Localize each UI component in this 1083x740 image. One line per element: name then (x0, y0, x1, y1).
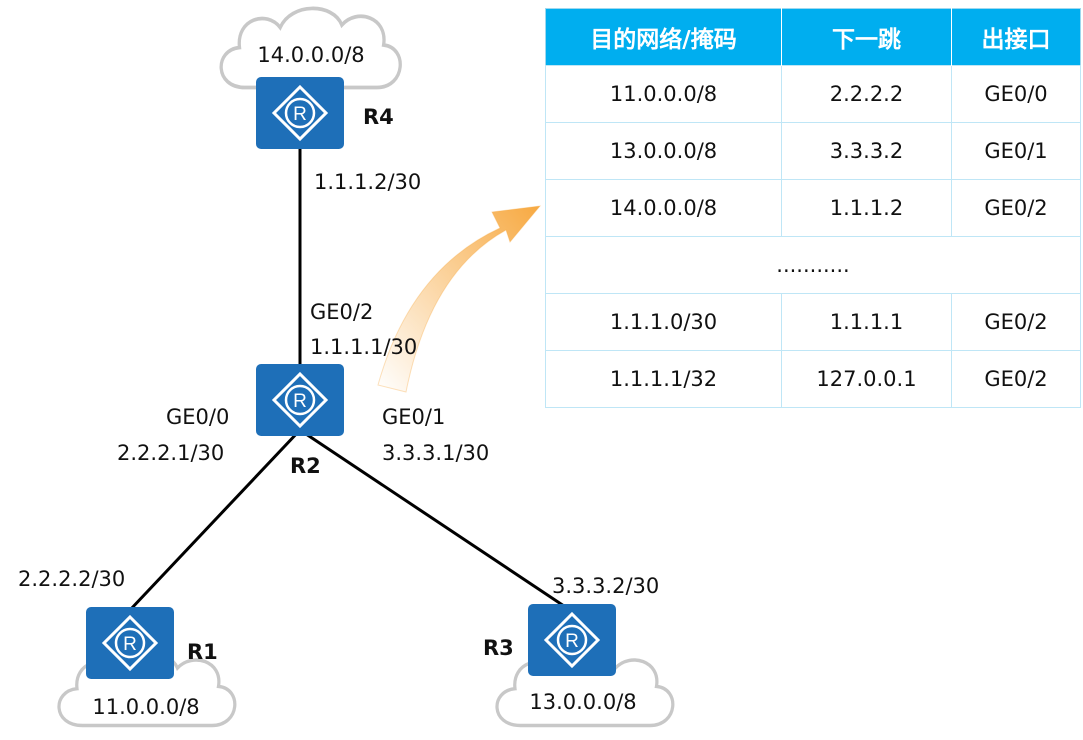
curved-arrow-icon (377, 205, 542, 393)
cell-destination: 14.0.0.0/8 (545, 179, 782, 237)
r2-ge02-label: GE0/2 (310, 300, 374, 324)
cell-destination: 1.1.1.0/30 (545, 293, 782, 351)
cell-next-hop: 3.3.3.2 (781, 122, 952, 180)
table-row: 1.1.1.0/30 1.1.1.1 GE0/2 (545, 293, 1081, 351)
r3-interface-ip: 3.3.3.2/30 (552, 574, 660, 598)
table-row: 14.0.0.0/8 1.1.1.2 GE0/2 (545, 179, 1081, 237)
r2-ge00-ip: 2.2.2.1/30 (117, 441, 225, 465)
header-destination: 目的网络/掩码 (545, 8, 782, 66)
router-r4-icon[interactable] (254, 75, 346, 151)
cloud-network-r3: 13.0.0.0/8 (529, 690, 637, 714)
r2-ge01-label: GE0/1 (382, 405, 446, 429)
table-row-ellipsis: ........... (545, 236, 1081, 294)
routing-table: 目的网络/掩码 下一跳 出接口 11.0.0.0/8 2.2.2.2 GE0/0… (545, 8, 1081, 408)
table-row: 1.1.1.1/32 127.0.0.1 GE0/2 (545, 350, 1081, 408)
cell-next-hop: 127.0.0.1 (781, 350, 952, 408)
r2-ge01-ip: 3.3.3.1/30 (382, 441, 490, 465)
routing-table-header: 目的网络/掩码 下一跳 出接口 (545, 8, 1081, 66)
cell-destination: 11.0.0.0/8 (545, 65, 782, 123)
cell-interface: GE0/1 (951, 122, 1081, 180)
table-row: 13.0.0.0/8 3.3.3.2 GE0/1 (545, 122, 1081, 180)
cloud-network-r4: 14.0.0.0/8 (257, 43, 365, 67)
router-r1-icon[interactable] (84, 605, 176, 681)
router-r3-label: R3 (483, 636, 514, 660)
cell-next-hop: 1.1.1.1 (781, 293, 952, 351)
cell-next-hop: 2.2.2.2 (781, 65, 952, 123)
cell-interface: GE0/2 (951, 179, 1081, 237)
cell-destination: 1.1.1.1/32 (545, 350, 782, 408)
router-r2-icon[interactable] (254, 362, 346, 438)
cell-interface: GE0/2 (951, 293, 1081, 351)
router-r3-icon[interactable] (526, 602, 618, 678)
cell-destination: 13.0.0.0/8 (545, 122, 782, 180)
link-r2-r1 (128, 428, 302, 612)
header-next-hop: 下一跳 (781, 8, 952, 66)
r1-interface-ip: 2.2.2.2/30 (18, 567, 126, 591)
header-interface: 出接口 (951, 8, 1081, 66)
cloud-network-r1: 11.0.0.0/8 (92, 695, 200, 719)
cell-interface: GE0/0 (951, 65, 1081, 123)
r2-ge02-ip: 1.1.1.1/30 (310, 335, 418, 359)
cell-ellipsis: ........... (545, 236, 1081, 294)
r2-ge00-label: GE0/0 (166, 405, 230, 429)
router-r1-label: R1 (187, 640, 218, 664)
router-r2-label: R2 (290, 454, 321, 478)
cell-next-hop: 1.1.1.2 (781, 179, 952, 237)
router-r4-label: R4 (363, 105, 394, 129)
r4-interface-ip: 1.1.1.2/30 (314, 170, 422, 194)
cell-interface: GE0/2 (951, 350, 1081, 408)
link-r2-r3 (299, 428, 571, 612)
table-row: 11.0.0.0/8 2.2.2.2 GE0/0 (545, 65, 1081, 123)
